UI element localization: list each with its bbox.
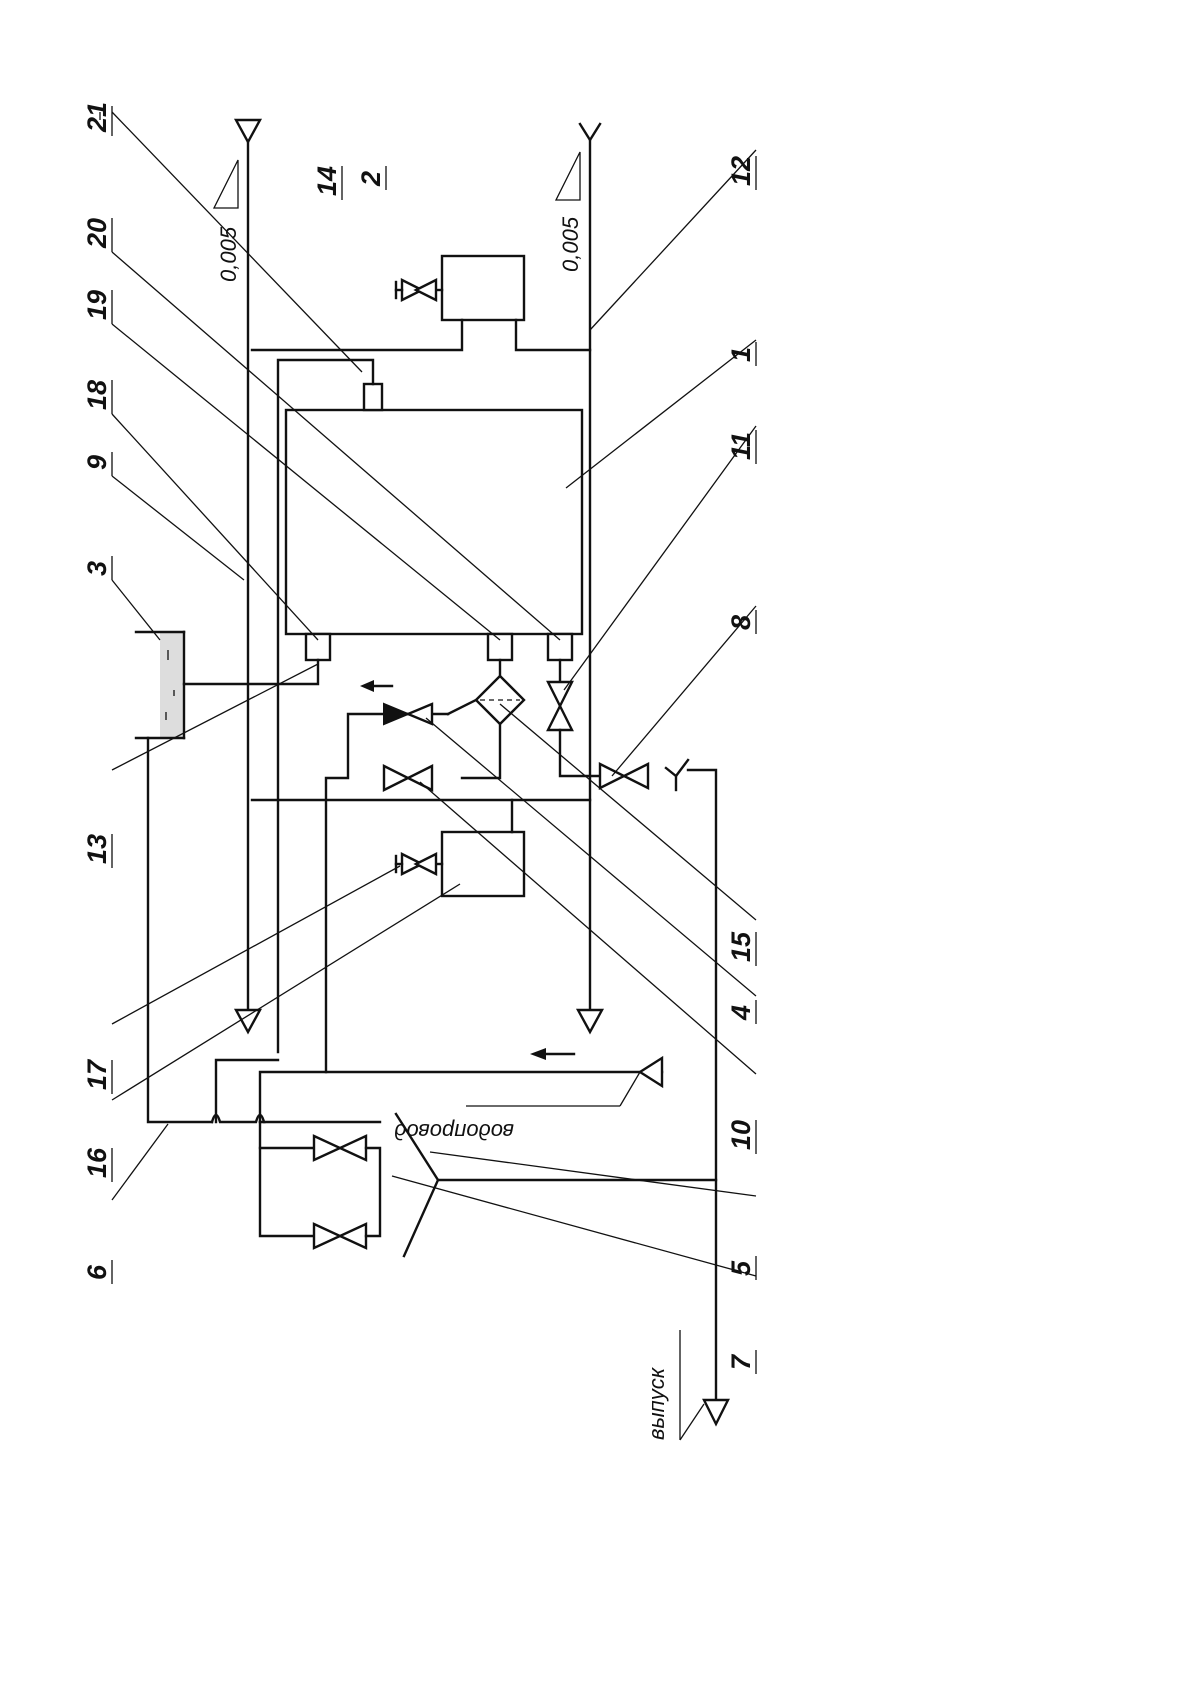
callout-16: 16 [82, 1147, 112, 1178]
callout-underlines [111, 106, 757, 1374]
valve-10 [382, 764, 434, 792]
tank-16 [440, 830, 526, 898]
callout-10: 10 [726, 1120, 756, 1150]
callout-12: 12 [726, 156, 756, 186]
nozzle-18 [304, 632, 332, 662]
callout-14: 14 [312, 166, 342, 196]
outlet-label: выпуск [644, 1366, 669, 1440]
callout-6: 6 [82, 1264, 112, 1280]
valve-11 [546, 680, 574, 732]
valve-14 [394, 278, 438, 302]
callout-11: 11 [726, 432, 756, 460]
callout-1: 1 [726, 347, 756, 362]
nozzle-21 [362, 382, 384, 412]
slope-label-top: 0,005 [216, 226, 241, 282]
pipe-lower [554, 122, 605, 1035]
pipe-upper [212, 118, 263, 1035]
callout-17: 17 [82, 1058, 112, 1090]
callout-19: 19 [82, 290, 112, 320]
callout-15: 15 [726, 931, 756, 962]
tank-2 [440, 254, 526, 322]
main-tank [284, 408, 584, 636]
callout-7: 7 [726, 1353, 756, 1370]
water-supply-label: водопровод [394, 1119, 514, 1144]
valve-17 [394, 852, 438, 876]
slope-label-bottom: 0,005 [558, 216, 583, 272]
vessel-3 [134, 630, 186, 740]
callout-5: 5 [726, 1260, 756, 1276]
valve-7a [312, 1134, 368, 1162]
callout-numbers: 21 20 19 18 9 3 13 17 16 6 14 2 12 1 11 … [82, 102, 756, 1370]
callout-4: 4 [726, 1005, 756, 1021]
valve-8 [598, 762, 650, 790]
nozzle-19 [486, 632, 514, 662]
valve-7b [312, 1222, 368, 1250]
callout-2: 2 [356, 171, 386, 187]
leader-lines [99, 111, 757, 1277]
callout-3: 3 [82, 561, 112, 576]
check-valve-4 [383, 702, 434, 726]
callout-18: 18 [82, 380, 112, 410]
callout-9: 9 [82, 455, 112, 470]
callout-20: 20 [82, 218, 112, 249]
callout-21: 21 [82, 102, 112, 133]
nozzle-20 [546, 632, 574, 662]
callout-13: 13 [82, 834, 112, 864]
callout-8: 8 [726, 615, 756, 630]
